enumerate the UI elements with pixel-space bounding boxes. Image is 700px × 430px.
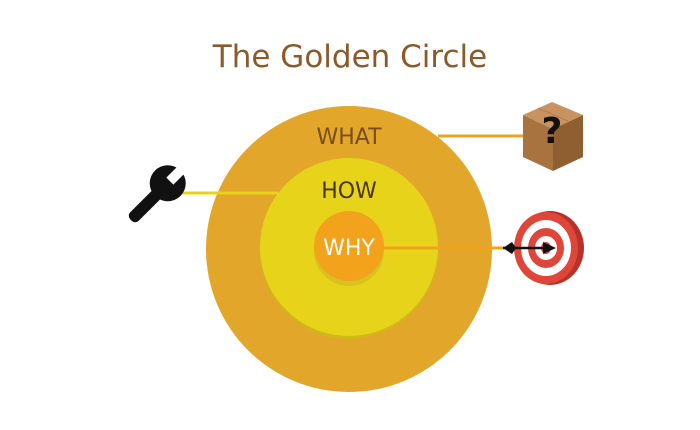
target-with-arrow-icon: [503, 211, 584, 285]
svg-text:?: ?: [542, 111, 563, 152]
diagram-title: The Golden Circle: [212, 39, 487, 75]
what-label: WHAT: [316, 125, 382, 150]
why-ring: [314, 211, 384, 281]
why-label: WHY: [323, 236, 375, 261]
wrench-icon: [128, 165, 186, 223]
how-label: HOW: [321, 179, 377, 204]
mystery-box-icon: ?: [523, 102, 583, 171]
